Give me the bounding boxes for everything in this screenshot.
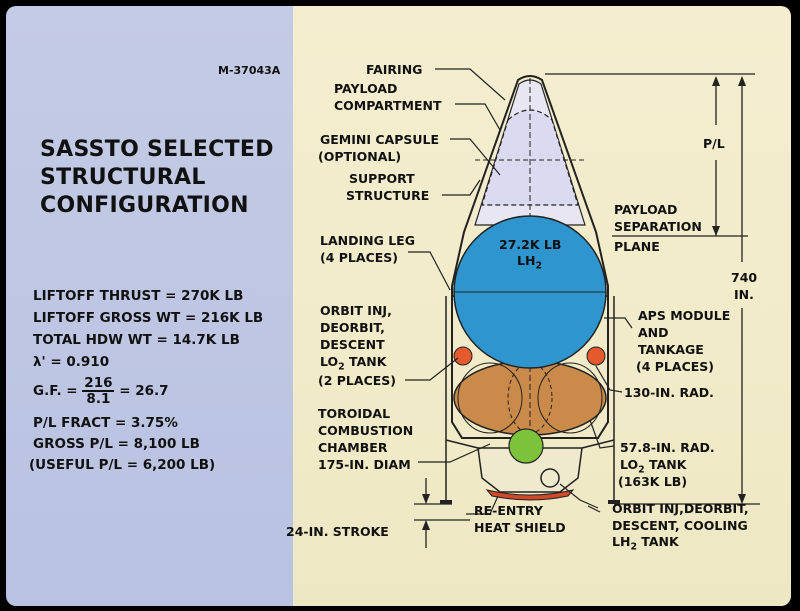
label-orbit-3: DESCENT xyxy=(320,337,385,352)
label-orbit-5: (2 PLACES) xyxy=(318,373,396,388)
gf-fraction: 216 8.1 xyxy=(82,375,115,407)
label-lo2-3: (163K LB) xyxy=(618,474,688,489)
stat-gross-pl: GROSS P/L = 8,100 LB xyxy=(33,436,200,452)
label-stroke: 24-IN. STROKE xyxy=(286,524,389,539)
label-aps-4: (4 PLACES) xyxy=(636,359,714,374)
gf-denominator: 8.1 xyxy=(86,391,111,407)
gf-numerator: 216 xyxy=(82,375,115,392)
label-aps-3: TANKAGE xyxy=(638,342,704,357)
dimension-lines xyxy=(414,73,760,548)
dimension-arrows xyxy=(422,76,746,530)
label-orbit-4: LO2 TANK xyxy=(320,354,387,373)
payload-compartment xyxy=(474,78,586,430)
cooling-lh2-tank xyxy=(508,428,544,464)
left-panel xyxy=(6,6,293,606)
label-support-2: STRUCTURE xyxy=(346,188,430,203)
label-bottom-3: LH2 TANK xyxy=(612,534,679,553)
label-rad130: 130-IN. RAD. xyxy=(624,385,714,400)
label-support-1: SUPPORT xyxy=(349,171,415,186)
leader-lines xyxy=(405,68,633,515)
stat-total-hdw: TOTAL HDW WT = 14.7K LB xyxy=(33,332,240,348)
stat-liftoff-thrust: LIFTOFF THRUST = 270K LB xyxy=(33,288,244,304)
document-id: M-37043A xyxy=(218,64,281,77)
title-line-1: SASSTO SELECTED xyxy=(40,137,274,162)
label-pl-dimension: P/L xyxy=(703,136,725,151)
label-toroidal-1: TOROIDAL xyxy=(318,406,391,421)
label-sep-3: PLANE xyxy=(614,239,660,254)
label-sep-1: PAYLOAD xyxy=(614,202,678,217)
label-aps-2: AND xyxy=(638,325,669,340)
label-landing-1: LANDING LEG xyxy=(320,233,415,248)
stat-liftoff-gross: LIFTOFF GROSS WT = 216K LB xyxy=(33,310,264,326)
title-line-3: CONFIGURATION xyxy=(40,193,249,218)
label-bottom-2: DESCENT, COOLING xyxy=(612,518,748,533)
label-bottom-1: ORBIT INJ,DEORBIT, xyxy=(612,501,749,516)
label-payload-2: COMPARTMENT xyxy=(334,98,442,113)
stat-useful-pl: (USEFUL P/L = 6,200 LB) xyxy=(29,457,216,473)
label-toroidal-3: CHAMBER xyxy=(318,440,388,455)
title-line-2: STRUCTURAL xyxy=(40,165,206,190)
engine-section xyxy=(445,420,615,500)
gf-prefix: G.F. = xyxy=(33,383,78,399)
label-orbit-2: DEORBIT, xyxy=(320,320,385,335)
stat-lambda: λ' = 0.910 xyxy=(33,354,110,370)
aps-tank-left xyxy=(453,346,473,366)
label-reentry-2: HEAT SHIELD xyxy=(474,520,566,535)
label-orbit-1: ORBIT INJ, xyxy=(320,303,392,318)
label-lo2-1: 57.8-IN. RAD. xyxy=(620,440,715,455)
label-lh2-mass: 27.2K LB xyxy=(499,237,562,252)
label-gemini-2: (OPTIONAL) xyxy=(318,149,402,164)
label-height-2: IN. xyxy=(734,287,754,302)
label-fairing: FAIRING xyxy=(366,62,423,77)
label-toroidal-4: 175-IN. DIAM xyxy=(318,457,411,472)
label-lh2: LH2 xyxy=(517,253,542,272)
aps-tank-right xyxy=(586,346,606,366)
label-landing-2: (4 PLACES) xyxy=(320,250,398,265)
label-lo2-2: LO2 TANK xyxy=(620,457,687,476)
stat-pl-fract: P/L FRACT = 3.75% xyxy=(33,415,178,431)
label-sep-2: SEPARATION xyxy=(614,219,702,234)
label-gemini-1: GEMINI CAPSULE xyxy=(320,132,440,147)
gf-result: = 26.7 xyxy=(119,383,169,399)
label-toroidal-2: COMBUSTION xyxy=(318,423,414,438)
label-height-1: 740 xyxy=(731,270,758,285)
landing-leg-feet xyxy=(440,500,620,504)
stat-growth-factor: G.F. = 216 8.1 = 26.7 xyxy=(33,376,169,406)
label-payload-1: PAYLOAD xyxy=(334,81,398,96)
label-aps-1: APS MODULE xyxy=(638,308,731,323)
label-reentry-1: RE-ENTRY xyxy=(474,503,543,518)
